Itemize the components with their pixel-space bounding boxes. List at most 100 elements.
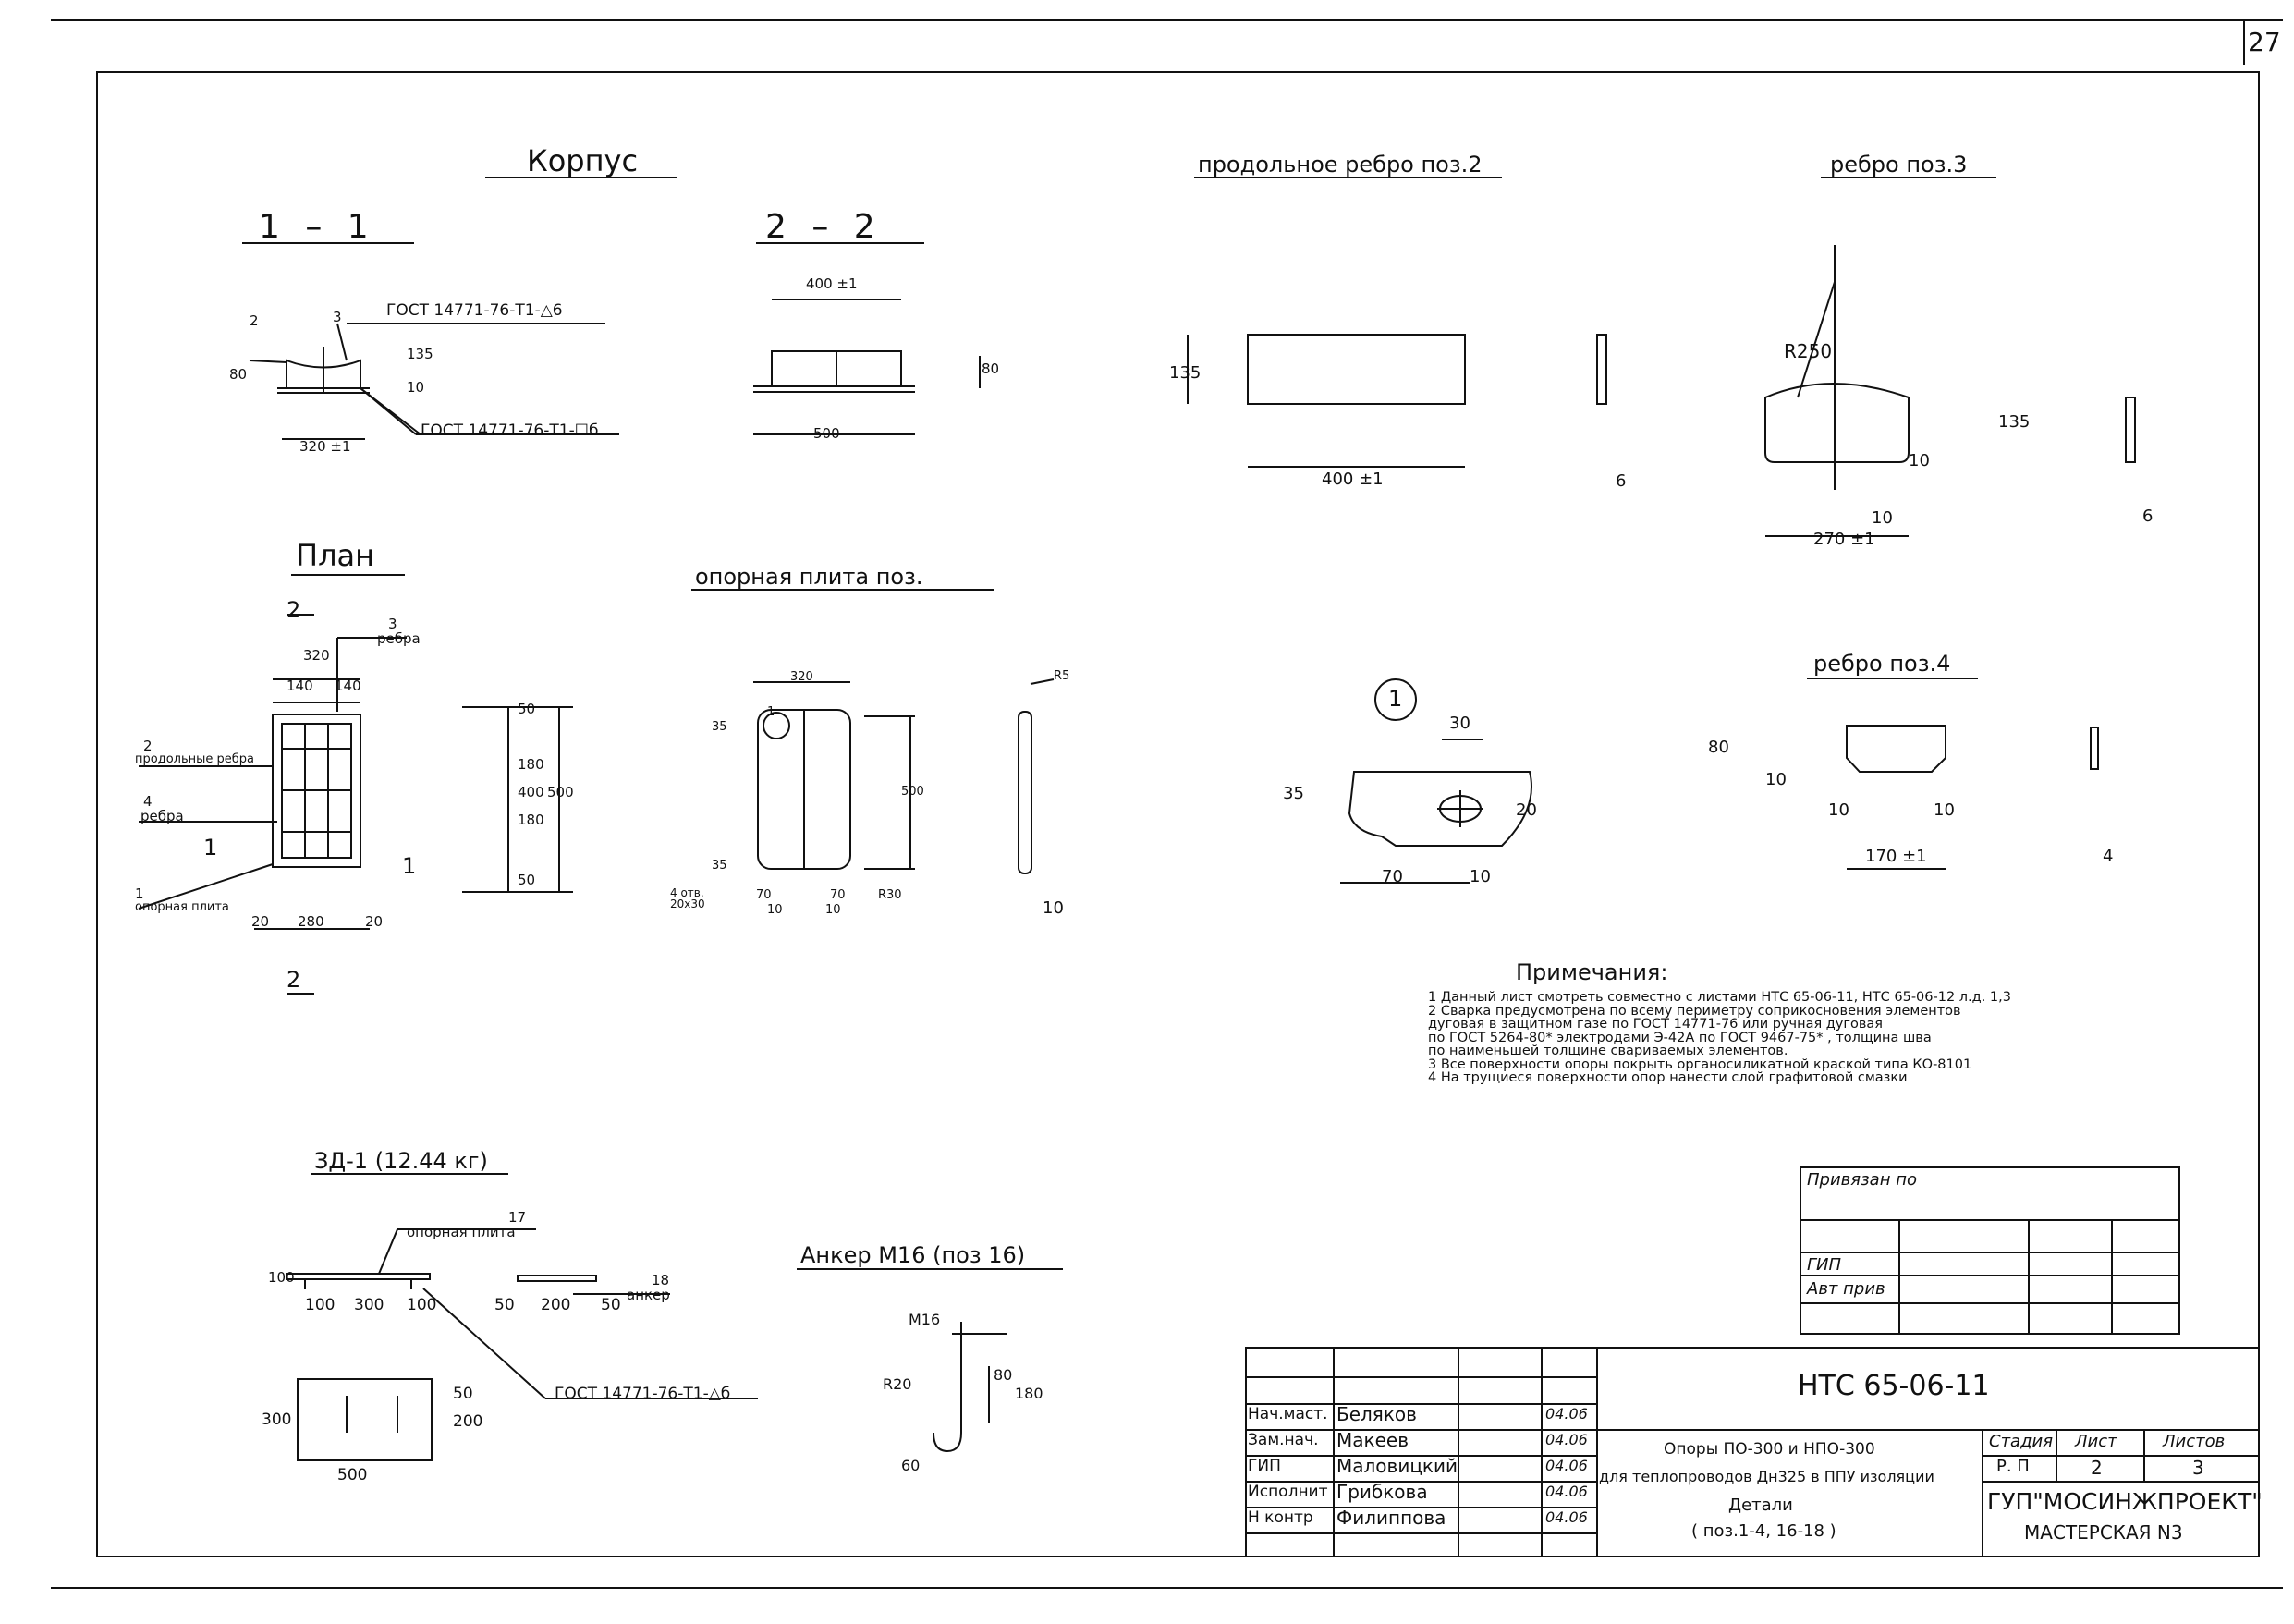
doc-code: НТС 65-06-11: [1798, 1370, 1990, 1402]
plan-cut-2-bottom: 2: [287, 967, 301, 993]
sheets-header: Листов: [2163, 1432, 2226, 1451]
privyazan-title: Привязан по: [1807, 1170, 1917, 1190]
zd-pos-17: 17: [508, 1209, 527, 1226]
pos-2-label: 2: [250, 312, 259, 329]
note-line: по ГОСТ 5264-80* электродами Э-42А по ГО…: [1428, 1030, 1932, 1045]
date-5: 04.06: [1545, 1508, 1588, 1526]
plan-dim-20-a: 20: [251, 913, 270, 930]
anker-dim-180: 180: [1015, 1385, 1043, 1402]
dim-10: 10: [407, 379, 425, 396]
zd-opornaya-plita: опорная плита: [407, 1224, 516, 1240]
rebro4-dim-10-c: 10: [1934, 800, 1955, 820]
privyazan-gip: ГИП: [1807, 1255, 1842, 1275]
plan-dim-140-b: 140: [335, 678, 361, 694]
role-5: Н контр: [1248, 1508, 1313, 1527]
name-3: Маловицкий: [1336, 1455, 1458, 1477]
plan-dim-20-b: 20: [365, 913, 384, 930]
plita-pos-1: 1: [767, 705, 775, 719]
plan-cut-2-top: 2: [287, 597, 301, 623]
role-2: Зам.нач.: [1248, 1431, 1319, 1449]
plan-cut-1-right: 1: [402, 853, 417, 879]
rebro4-dim-170pm1: 170 ±1: [1865, 847, 1927, 866]
sheet-header: Лист: [2075, 1432, 2117, 1451]
plita-otv-size: 20х30: [670, 897, 705, 910]
zd-dim-200-v: 200: [453, 1412, 483, 1431]
role-4: Исполнит: [1248, 1483, 1328, 1501]
title-desc-1: Опоры ПО-300 и НПО-300: [1664, 1440, 1875, 1459]
detail1-dim-70: 70: [1382, 867, 1403, 886]
anker-m16: М16: [909, 1311, 941, 1328]
detail1-dim-30: 30: [1449, 714, 1470, 733]
heading-anker: Анкер М16 (поз 16): [800, 1242, 1026, 1268]
plita-dim-10-a: 10: [767, 903, 783, 917]
note-line: по наименьшей толщине свариваемых элемен…: [1428, 1044, 1788, 1058]
plita-dim-35-b: 35: [712, 859, 727, 873]
plan-pos-1: 1: [135, 885, 144, 902]
plan-dim-280: 280: [298, 913, 324, 930]
name-1: Беляков: [1336, 1403, 1417, 1425]
anker-dim-80: 80: [994, 1366, 1013, 1384]
plita-dim-10-b: 10: [825, 903, 841, 917]
note-line: дуговая в защитном газе по ГОСТ 14771-76…: [1428, 1017, 1884, 1032]
stage-header: Стадия: [1989, 1432, 2054, 1451]
plan-dim-400: 400: [518, 784, 544, 800]
rebro4-dim-10-b: 10: [1828, 800, 1849, 820]
note-line: 2 Сварка предусмотрена по всему периметр…: [1428, 1003, 1961, 1019]
plan-rebra-3: ребра: [377, 630, 421, 647]
plita-dim-70-a: 70: [756, 888, 772, 902]
zd-dim-300-v: 300: [262, 1410, 292, 1429]
zd-dim-500: 500: [337, 1466, 368, 1484]
zd-dim-50-v: 50: [453, 1385, 473, 1403]
sheet-number: 27: [2248, 27, 2281, 57]
heading-korpus: Корпус: [527, 143, 639, 178]
weld-note-top: ГОСТ 14771-76-Т1-△6: [386, 301, 563, 320]
dim-135: 135: [407, 346, 433, 362]
dim-320pm1: 320 ±1: [299, 438, 351, 455]
dim-80: 80: [229, 366, 248, 383]
zd-anker: анкер: [627, 1287, 670, 1303]
date-3: 04.06: [1545, 1457, 1588, 1474]
plan-rebra-4: ребра: [140, 808, 184, 824]
plan-dim-180-b: 180: [518, 812, 544, 828]
zd-dim-50-a: 50: [494, 1296, 515, 1314]
rebro3-dim-270pm1: 270 ±1: [1813, 530, 1875, 549]
name-5: Филиппова: [1336, 1507, 1446, 1529]
plita-r5: R5: [1054, 669, 1070, 683]
rebro3-dim-10-b: 10: [1872, 508, 1893, 528]
rebro4-dim-80: 80: [1708, 738, 1729, 757]
stage-value: Р. П: [1996, 1457, 2030, 1476]
title-desc-4: ( поз.1-4, 16-18 ): [1691, 1521, 1836, 1541]
plita-dim-320: 320: [790, 670, 813, 684]
heading-opornaya-plita: опорная плита поз.: [695, 564, 923, 590]
plita-dim-35-a: 35: [712, 720, 727, 734]
notes-list: 1 Данный лист смотреть совместно с листа…: [1428, 991, 2011, 1085]
detail1-dim-35: 35: [1283, 784, 1304, 803]
plan-pos-4: 4: [143, 793, 153, 810]
role-1: Нач.маст.: [1248, 1405, 1328, 1423]
date-1: 04.06: [1545, 1405, 1588, 1423]
heading-rebro-3: ребро поз.3: [1830, 152, 1968, 177]
rebro3-dim-135: 135: [1998, 412, 2031, 432]
rebro3-dim-6: 6: [2142, 507, 2154, 526]
weld-note-zd: ГОСТ 14771-76-Т1-△б: [555, 1385, 731, 1403]
rebro4-dim-10-a: 10: [1765, 770, 1787, 789]
heading-zd1: ЗД-1 (12.44 кг): [314, 1148, 488, 1174]
rebro2-dim-6: 6: [1616, 471, 1627, 491]
pos-3-label: 3: [333, 309, 342, 325]
rebro2-dim-400pm1: 400 ±1: [1322, 470, 1384, 489]
rebro4-dim-4: 4: [2103, 847, 2114, 866]
plan-dim-50-top: 50: [518, 701, 536, 717]
name-4: Грибкова: [1336, 1481, 1428, 1503]
org-name: ГУП"МОСИНЖПРОЕКТ": [1987, 1488, 2263, 1515]
plan-pos-2: 2: [143, 738, 153, 754]
plan-dim-500: 500: [547, 784, 574, 800]
plan-pos-3: 3: [388, 616, 397, 632]
note-line: 4 На трущиеся поверхности опор нанести с…: [1428, 1070, 1908, 1085]
anker-r20: R20: [883, 1375, 912, 1393]
plita-r30: R30: [878, 888, 902, 902]
heading-section-1-1: 1 – 1: [259, 208, 376, 246]
plan-cut-1-left: 1: [203, 835, 218, 861]
zd-dim-50-b: 50: [601, 1296, 621, 1314]
plan-dim-140-a: 140: [287, 678, 313, 694]
